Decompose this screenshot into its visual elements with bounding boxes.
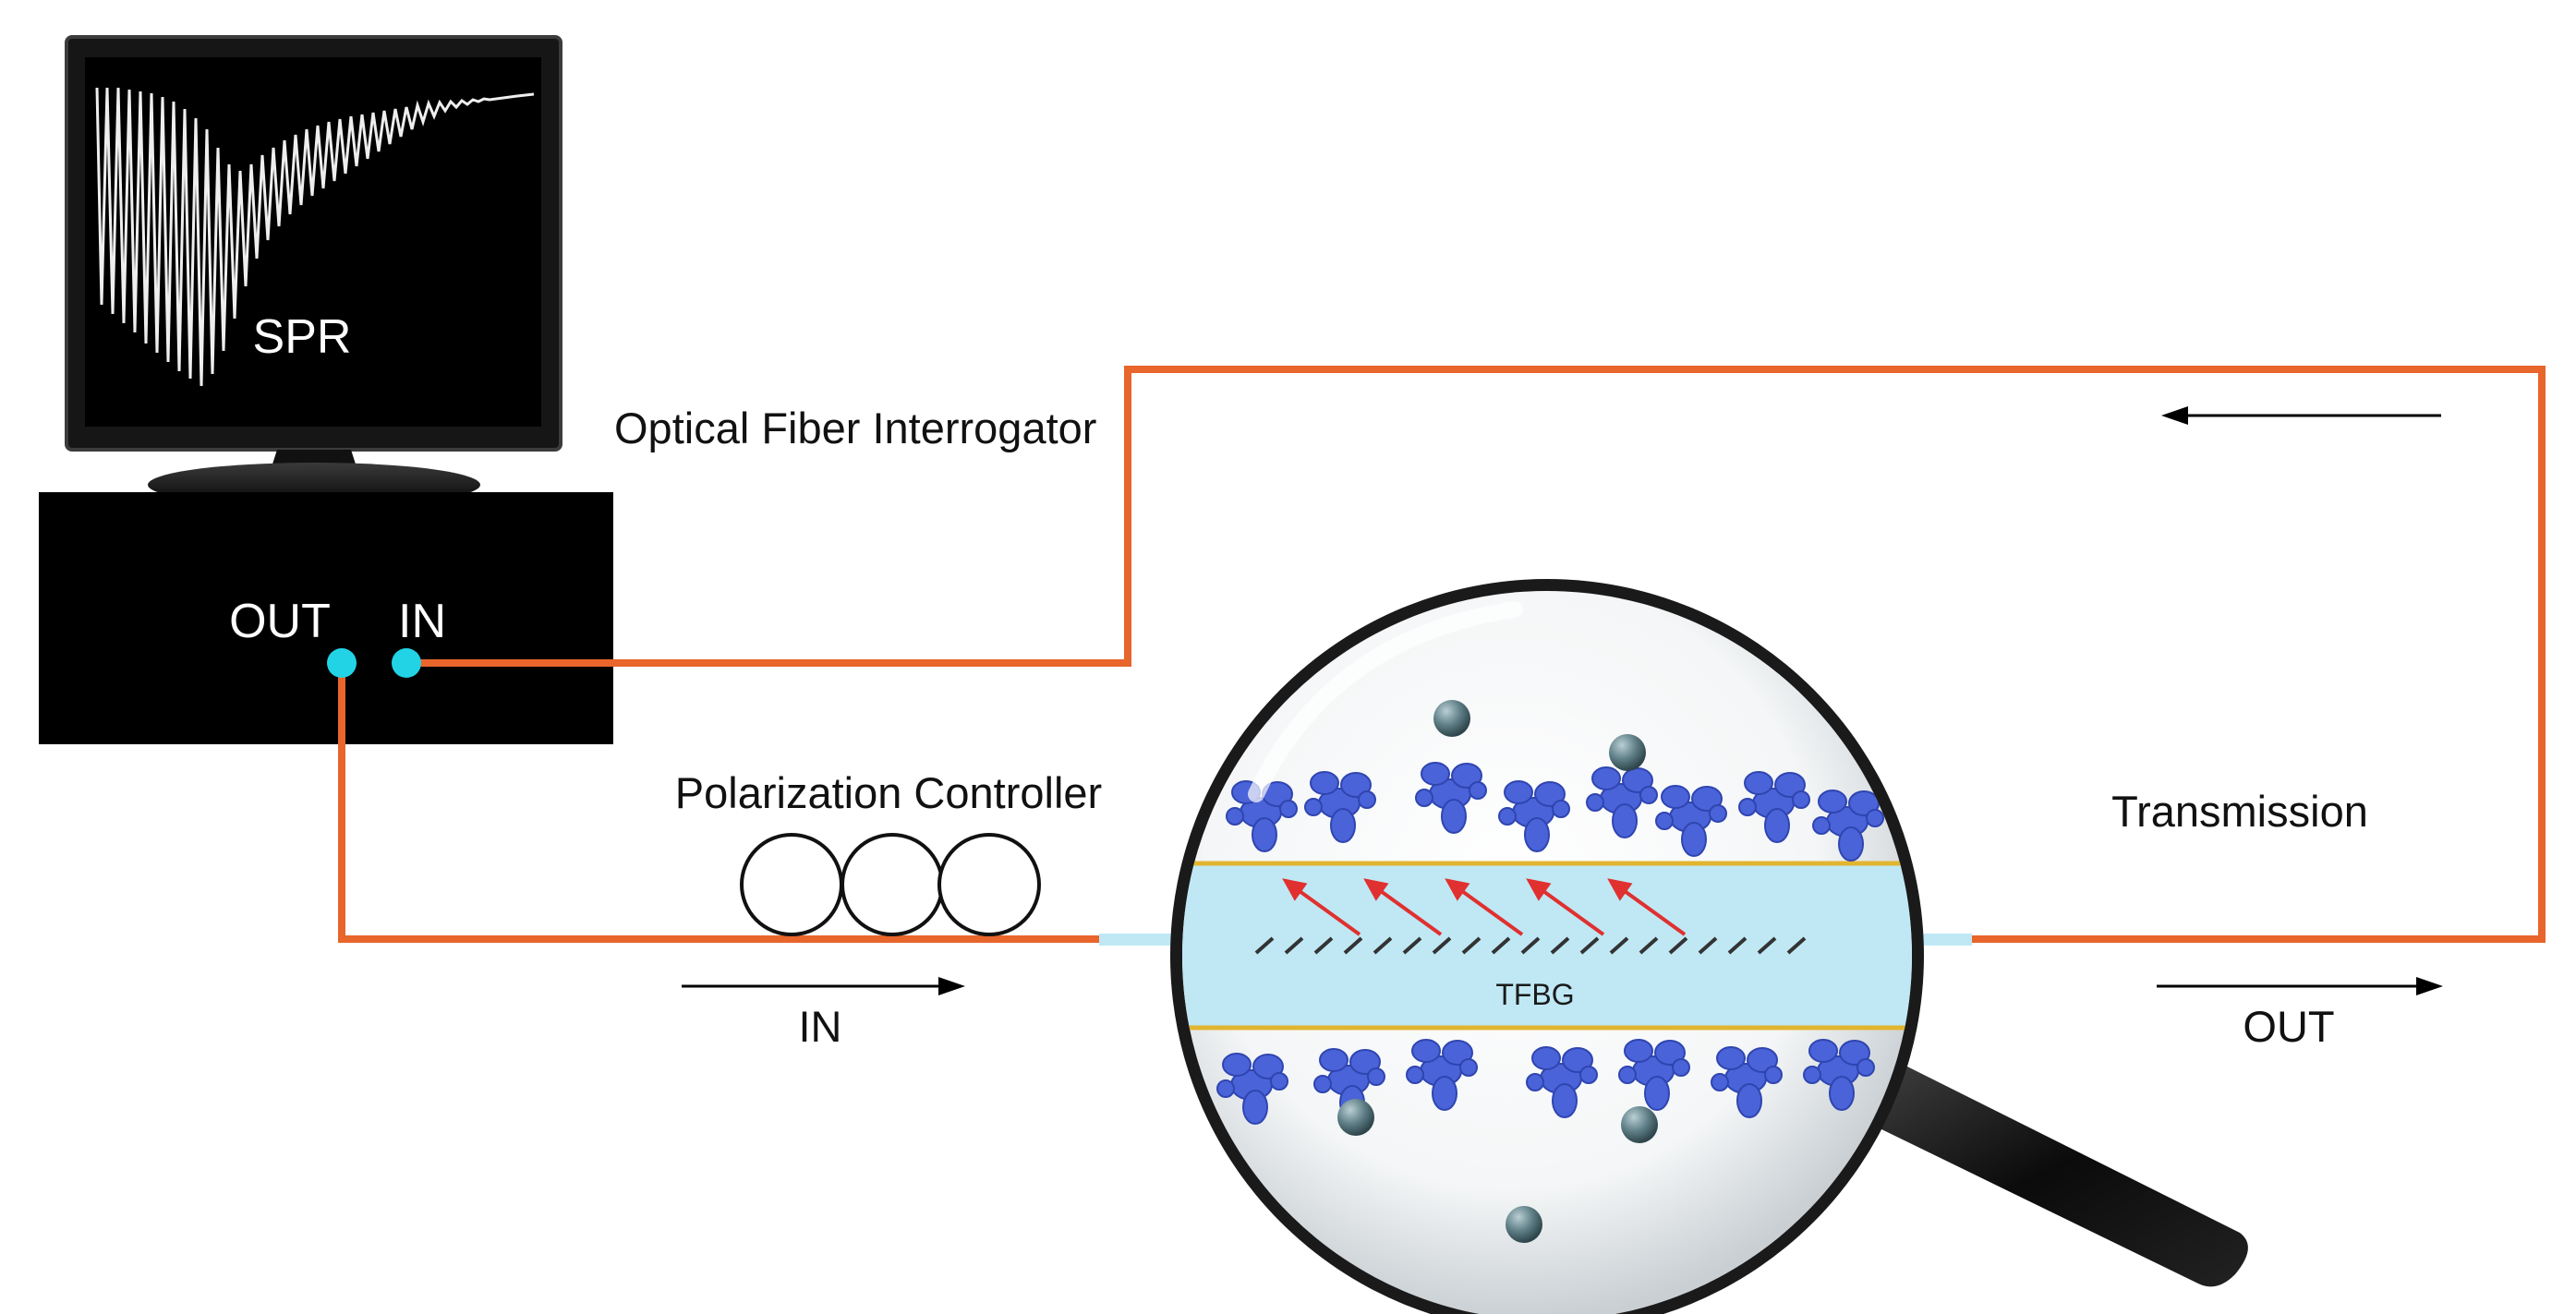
port-out-connector: [327, 648, 357, 678]
cladding-mode-rays: [1282, 878, 1687, 936]
out-flow-label: OUT: [2243, 1002, 2334, 1051]
in-flow-label: IN: [799, 1002, 842, 1051]
bare-fiber-left: [1099, 934, 1182, 946]
in-arrow: [682, 977, 965, 995]
magnifier: TFBG: [1170, 579, 2248, 1314]
out-arrow: [2157, 977, 2443, 995]
fiber-core-magnified: [1182, 863, 1912, 1028]
interrogator-box: OUT IN: [39, 492, 613, 744]
lens-glare: [1248, 601, 1523, 802]
paddle-loop-2: [841, 833, 944, 936]
return-arrow: [2161, 406, 2441, 425]
polarization-controller: [740, 833, 1041, 936]
tilted-grating: [1254, 936, 1807, 955]
port-in-connector: [392, 648, 421, 678]
paddle-loop-1: [740, 833, 843, 936]
transmission-label: Transmission: [2111, 787, 2368, 836]
paddle-loop-3: [937, 833, 1041, 936]
polarization-controller-label: Polarization Controller: [675, 768, 1102, 817]
input-fiber: [338, 665, 1104, 943]
interrogator-body: [39, 492, 613, 744]
port-in-label: IN: [398, 595, 446, 648]
port-out-label: OUT: [229, 595, 331, 648]
interrogator-title: Optical Fiber Interrogator: [614, 404, 1096, 452]
tfbg-label: TFBG: [1495, 978, 1574, 1011]
analyte-beads: [1337, 700, 1658, 1243]
magnifier-handle: [1838, 1062, 2248, 1287]
monitor: SPR: [65, 35, 562, 507]
spr-spectrum-trace: [95, 87, 535, 387]
return-fiber: [406, 366, 2546, 943]
spr-label: SPR: [253, 310, 352, 364]
